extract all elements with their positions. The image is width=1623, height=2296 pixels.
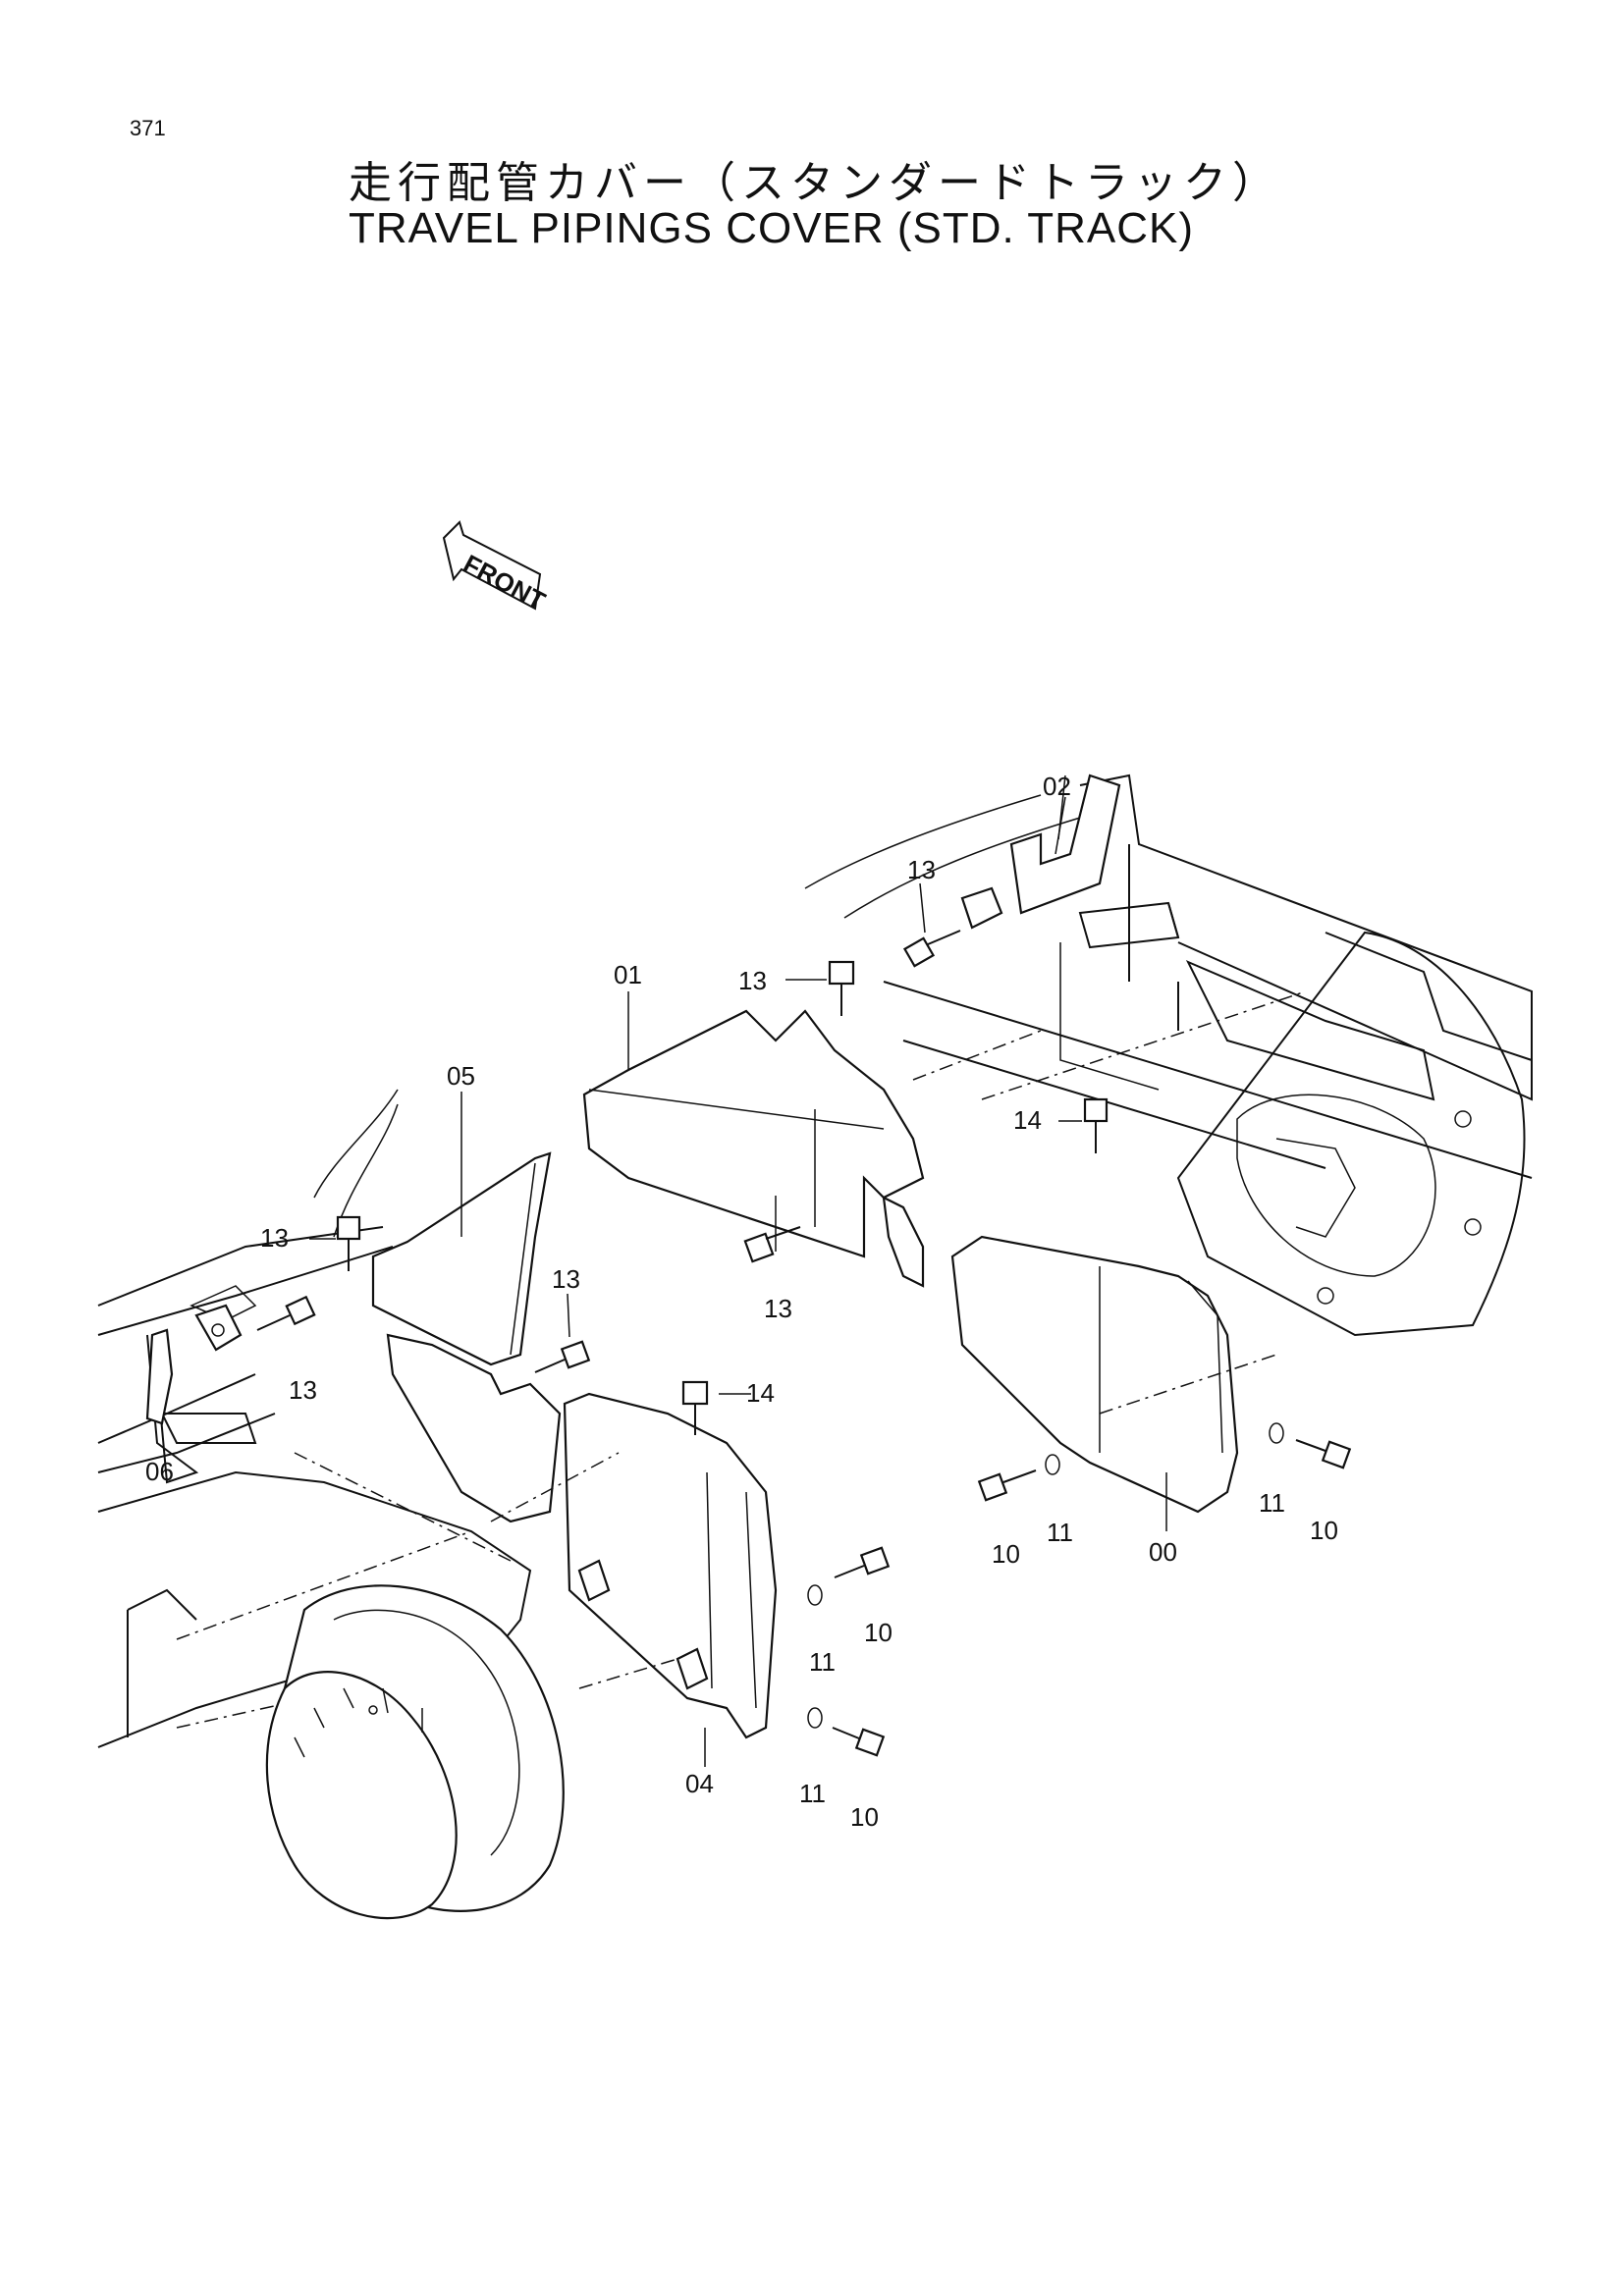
part-02-bracket [960,774,1121,930]
callout-label: 02 [1043,772,1071,801]
callout-label: 13 [907,855,936,884]
callout-label: 13 [552,1264,580,1294]
callout-label: 11 [809,1647,836,1677]
callout-label: 13 [764,1294,792,1323]
callout-label: 13 [289,1375,317,1405]
right-track-frame [804,774,1533,1337]
callout-label: 01 [614,960,642,989]
bolts-and-washers [256,930,1352,1757]
callout-label: 11 [799,1779,826,1808]
callout-label: 14 [1013,1105,1042,1135]
callout-label: 13 [738,966,767,995]
part-05-cover [371,1151,562,1523]
leader-lines [309,796,1167,1767]
part-04-cover [490,1392,778,1739]
callout-label: 13 [260,1223,289,1253]
title-japanese: 走行配管カバー（スタンダードトラック） [349,158,1281,208]
callout-label: 00 [1149,1537,1177,1567]
callout-label: 10 [1310,1516,1338,1545]
callout-label: 05 [447,1061,475,1091]
callout-label: 06 [145,1457,174,1486]
front-arrow-icon: FRONT [442,520,550,616]
part-00-cover-plate [950,1235,1277,1514]
callout-label: 10 [864,1618,893,1647]
part-06-plate [145,1304,243,1425]
callout-label: 14 [746,1378,775,1408]
callout-labels: 00 01 02 04 05 06 10 10 10 10 11 11 11 1… [145,772,1338,1832]
callout-label: 10 [992,1539,1020,1569]
title-english: TRAVEL PIPINGS COVER (STD. TRACK) [349,204,1194,252]
callout-label: 04 [685,1769,714,1798]
front-label: FRONT [459,549,550,616]
part-01-cover [582,1009,925,1288]
page-number: 371 [130,116,166,140]
callout-label: 10 [850,1802,879,1832]
callout-label: 11 [1259,1488,1285,1518]
callout-label: 11 [1047,1518,1073,1547]
